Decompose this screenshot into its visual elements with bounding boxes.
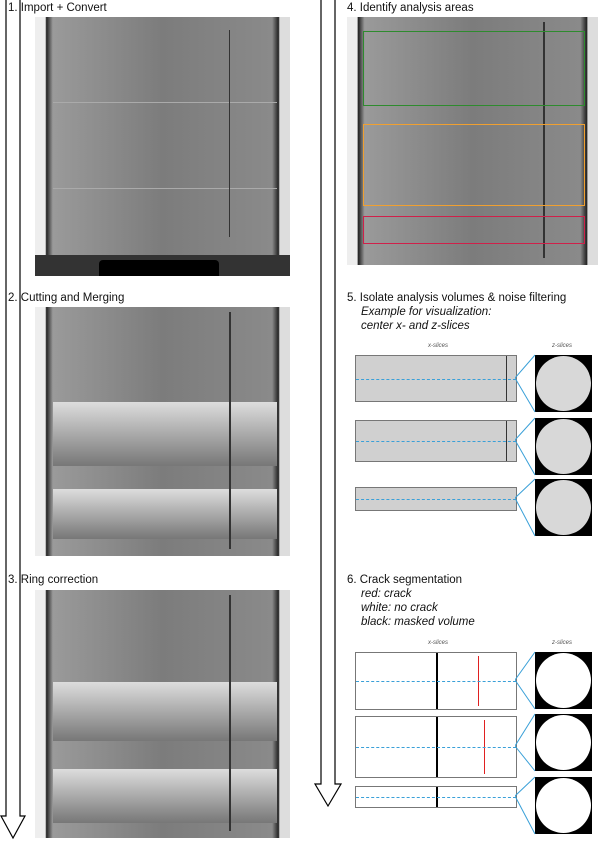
step-6-note-2: white: no crack xyxy=(361,602,438,614)
step-5-label: 5. Isolate analysis volumes & noise filt… xyxy=(347,292,567,304)
seg-x-slice-2 xyxy=(355,716,517,778)
seg-z-slice-2 xyxy=(535,714,592,771)
x-slice-2 xyxy=(355,420,517,462)
step-5-note-2: center x- and z-slices xyxy=(361,320,470,332)
step-6-note-1: red: crack xyxy=(361,588,412,600)
step-1-label: 1. Import + Convert xyxy=(8,2,107,14)
seg-x-slice-1 xyxy=(355,652,517,710)
step-3-ct-image xyxy=(35,590,290,838)
z-slice-3 xyxy=(535,479,592,536)
z-slices-label: z-slices xyxy=(552,343,573,349)
seg-z-slice-1 xyxy=(535,652,592,709)
x-slice-1 xyxy=(355,355,517,402)
z-slices-label-seg: z-slices xyxy=(552,640,573,646)
step-4-ct-image xyxy=(347,17,598,265)
step-6-note-3: black: masked volume xyxy=(361,616,475,628)
analysis-area-3 xyxy=(363,216,585,244)
step-3-label: 3. Ring correction xyxy=(8,574,99,586)
flow-arrow-right xyxy=(313,0,343,808)
step-4-label: 4. Identify analysis areas xyxy=(347,2,474,14)
step-1-ct-image xyxy=(35,17,290,276)
z-slice-2 xyxy=(535,418,592,475)
seg-x-slice-3 xyxy=(355,786,517,808)
analysis-area-2 xyxy=(363,124,585,206)
step-5-note-1: Example for visualization: xyxy=(361,306,492,318)
step-2-label: 2. Cutting and Merging xyxy=(8,292,125,304)
x-slice-3 xyxy=(355,487,517,511)
step-2-ct-image xyxy=(35,307,290,556)
flow-arrow-left xyxy=(0,0,27,840)
slice-connectors xyxy=(515,354,536,835)
analysis-area-1 xyxy=(363,31,585,106)
step-6-label: 6. Crack segmentation xyxy=(347,574,463,586)
z-slice-1 xyxy=(535,355,592,412)
seg-z-slice-3 xyxy=(535,777,592,834)
x-slices-label: x-slices xyxy=(428,343,449,349)
x-slices-label-seg: x-slices xyxy=(428,640,449,646)
